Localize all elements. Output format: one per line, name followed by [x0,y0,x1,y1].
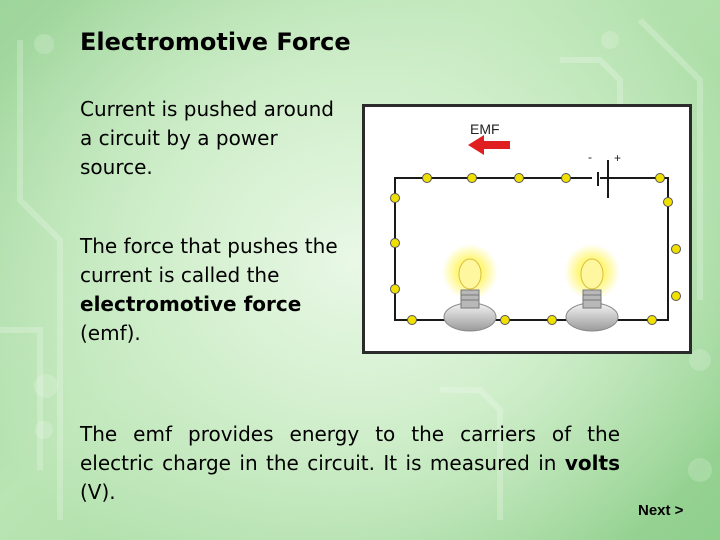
slide-title: Electromotive Force [80,28,351,56]
term-volts: volts [564,451,620,475]
definition-text-start: The force that pushes the current is cal… [80,234,338,287]
units-text: The emf provides energy to the carriers … [80,420,620,507]
units-text-end: (V). [80,480,116,504]
battery-icon [597,160,609,198]
term-electromotive-force: electromotive force [80,292,302,316]
definition-text: The force that pushes the current is cal… [80,232,360,348]
units-text-start: The emf provides energy to the carriers … [80,422,620,475]
bulb-right-icon [564,244,620,332]
circuit-diagram-panel [362,104,692,354]
bulb-left-icon [442,244,498,332]
charge-carriers [390,173,681,325]
battery-negative-label: - [588,150,592,164]
emf-label: EMF [470,121,500,137]
battery-positive-label: + [614,151,622,165]
circuit-wires [394,177,669,321]
emf-arrow-icon [468,135,510,155]
next-button[interactable]: Next > [638,502,684,519]
intro-text: Current is pushed around a circuit by a … [80,97,334,179]
definition-text-end: (emf). [80,321,141,345]
